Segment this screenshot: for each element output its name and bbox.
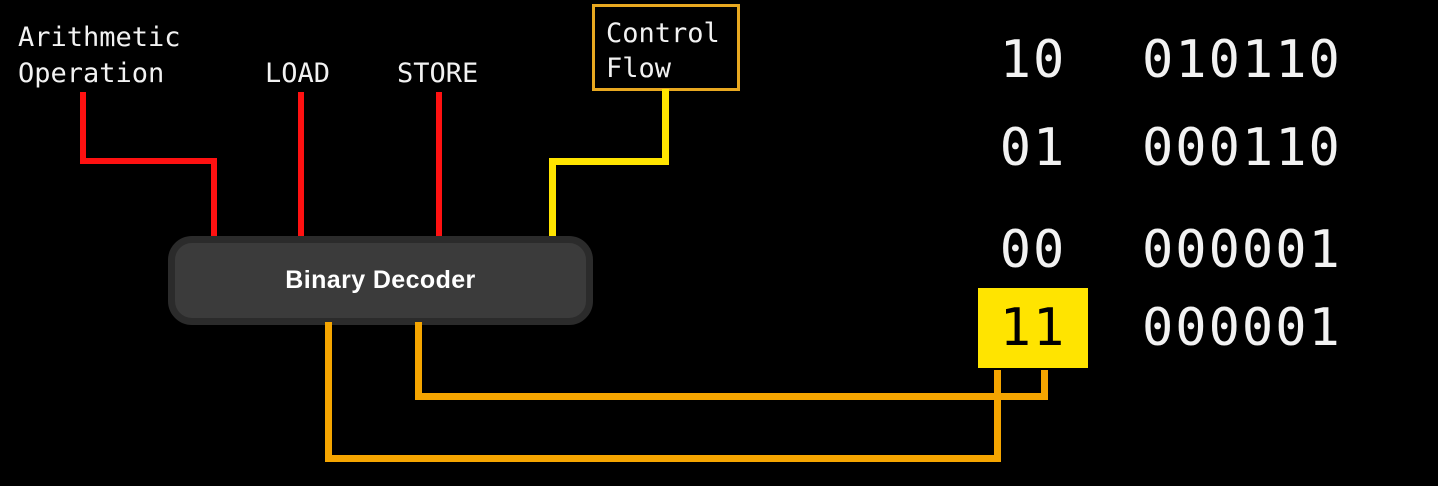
control-flow-label-line1: Control	[606, 18, 720, 49]
wire-controlflow-horizontal	[549, 158, 669, 165]
binary-decoder-label: Binary Decoder	[285, 266, 476, 294]
opcode-value: 10	[999, 30, 1067, 90]
opcode-value-highlighted: 11	[978, 288, 1088, 368]
table-row-highlighted: 11 000001	[960, 288, 1438, 368]
wire-output-b-vertical-up	[1041, 370, 1048, 400]
table-row: 10 010110	[960, 20, 1438, 100]
control-flow-box: Control Flow	[592, 4, 740, 91]
wire-output-a-vertical-down	[325, 322, 332, 462]
wire-output-a-horizontal	[325, 455, 1001, 462]
binary-decoder-box[interactable]: Binary Decoder	[168, 236, 593, 325]
wire-arithmetic-vertical-2	[211, 158, 217, 242]
label-store: STORE	[397, 58, 479, 89]
label-load: LOAD	[265, 58, 331, 89]
wire-load-vertical	[298, 92, 304, 242]
opcode-bits: 000001	[1142, 220, 1342, 280]
table-row: 01 000110	[960, 108, 1438, 188]
opcode-table: 10 010110 01 000110 00 000001 11 000001	[960, 20, 1438, 400]
wire-output-b-horizontal	[415, 393, 1048, 400]
wire-arithmetic-horizontal	[80, 158, 217, 164]
wire-controlflow-vertical-2	[549, 158, 556, 244]
table-row: 00 000001	[960, 210, 1438, 290]
wire-store-vertical	[436, 92, 442, 242]
wire-arithmetic-vertical-1	[80, 92, 86, 164]
wire-controlflow-vertical-1	[662, 89, 669, 165]
label-arithmetic-operation-line2: Operation	[18, 58, 165, 89]
opcode-value: 01	[999, 118, 1067, 178]
label-arithmetic-operation-line1: Arithmetic	[18, 22, 181, 53]
wire-output-a-vertical-up	[994, 370, 1001, 462]
opcode-bits: 010110	[1142, 30, 1342, 90]
opcode-value: 00	[999, 220, 1067, 280]
control-flow-label-line2: Flow	[606, 53, 672, 84]
opcode-bits: 000001	[1142, 298, 1342, 358]
wire-output-b-vertical-down	[415, 322, 422, 400]
opcode-bits: 000110	[1142, 118, 1342, 178]
